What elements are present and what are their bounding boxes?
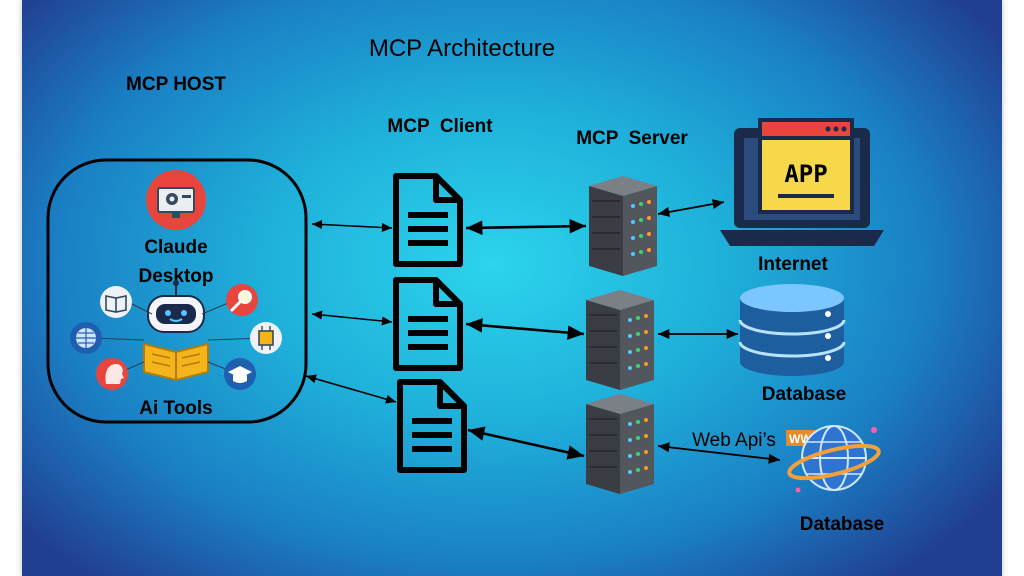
robot-reading-icon [143, 280, 209, 382]
laptop-app-icon: APP [720, 118, 884, 246]
host-label: MCP HOST [126, 74, 226, 95]
arrow-host-client-2 [311, 310, 393, 326]
arrow-host-client-1 [311, 220, 393, 232]
host-boundary [46, 158, 308, 424]
server-rack-icon-3 [586, 394, 654, 494]
client-document-icon-2 [396, 280, 460, 368]
client-label: MCP Client [387, 116, 493, 137]
server-label: MCP Server [576, 128, 688, 149]
book-icon [100, 286, 132, 318]
arrow-host-client-3 [305, 374, 397, 404]
database-label-2: Database [800, 514, 885, 535]
database-icon [738, 284, 846, 376]
app-badge: APP [784, 160, 827, 188]
claude-desktop-label-line2: Desktop [139, 266, 214, 287]
client-document-icon-1 [396, 176, 460, 264]
arrow-client-server-1 [465, 218, 587, 236]
head-profile-icon [96, 358, 128, 390]
diagram-title: MCP Architecture [369, 35, 555, 62]
client-document-icon-3 [400, 382, 464, 470]
web-api-label: Web Api’s [692, 430, 776, 451]
ai-tools-label: Ai Tools [139, 398, 213, 419]
arrow-client-server-3 [467, 426, 585, 460]
claude-desktop-label-line1: Claude [144, 237, 207, 258]
magnifier-icon [226, 284, 258, 316]
graduation-cap-icon [224, 358, 256, 390]
arrow-client-server-2 [465, 318, 585, 340]
arrow-server-internet [657, 199, 725, 217]
mcp-architecture-diagram: MCP Architecture MCP HOST Claude Desktop [46, 35, 885, 535]
claude-desktop-gear-icon [146, 170, 206, 230]
server-rack-icon-2 [586, 290, 654, 390]
arrow-server-web-api [657, 442, 781, 464]
server-rack-icon-1 [589, 176, 657, 276]
internet-label: Internet [758, 254, 828, 275]
globe-icon [787, 425, 881, 493]
chip-icon [250, 322, 282, 354]
grid-globe-icon [70, 322, 102, 354]
database-label: Database [762, 384, 847, 405]
diagram-canvas: MCP Architecture MCP HOST Claude Desktop [22, 0, 1002, 576]
